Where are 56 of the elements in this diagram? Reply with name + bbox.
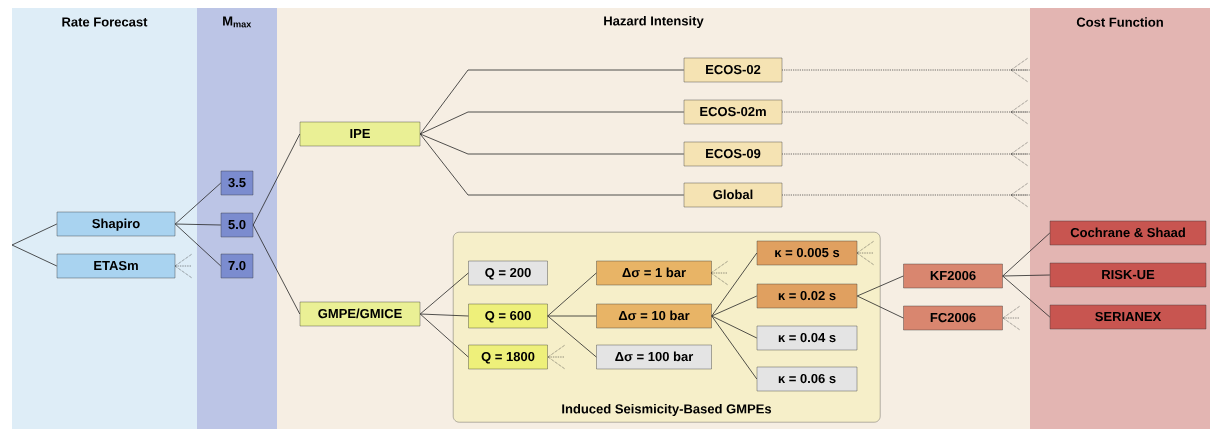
option-box: κ = 0.04 s [756,325,858,351]
branch-line [419,272,469,315]
branch-line [856,275,904,297]
branch-line [11,223,58,246]
option-box: Cochrane & Shaad [1049,220,1207,246]
option-box: GMPE/GMICE [299,301,421,327]
option-box: Q = 1800 [468,344,548,370]
option-box: κ = 0.005 s [756,240,858,266]
branch-line [711,315,758,339]
branch-line [1002,275,1051,318]
option-box: Q = 600 [468,303,548,329]
dotted-line [781,194,1031,196]
branch-line [419,133,685,196]
option-box: 3.5 [220,170,254,196]
option-box: SERIANEX [1049,304,1207,330]
branch-line [11,244,58,267]
option-box: Q = 200 [468,260,548,286]
option-box: ECOS-09 [683,141,783,167]
option-box: FC2006 [903,305,1003,331]
option-box: ECOS-02 [683,57,783,83]
option-box: Δσ = 10 bar [596,303,712,329]
option-box: Δσ = 100 bar [596,344,712,370]
branch-line [1002,274,1051,277]
branch-line [711,315,758,380]
option-box: κ = 0.06 s [756,366,858,392]
option-box: Δσ = 1 bar [596,260,712,286]
branch-line [174,223,222,226]
model-box: ETASm [56,253,176,279]
branch-line [711,252,758,317]
model-box: Shapiro [56,211,176,237]
branch-line [856,295,904,319]
option-box: IPE [299,121,421,147]
dotted-line [781,153,1031,155]
branch-line [419,69,685,135]
dotted-line [781,69,1031,71]
branch-line [547,272,597,317]
branch-line [547,315,597,317]
option-box: κ = 0.02 s [756,283,858,309]
option-box: ECOS-02m [683,99,783,125]
branch-line [419,313,469,317]
branch-line [174,182,222,225]
branch-line [419,133,685,155]
branch-line [1002,232,1051,277]
branch-line [711,295,758,317]
branch-line [547,315,597,358]
branch-line [252,224,301,315]
option-box: 5.0 [220,212,254,238]
dotted-line [781,111,1031,113]
branch-line [419,313,469,358]
branch-line [252,133,301,226]
option-box: RISK-UE [1049,262,1207,288]
option-box: 7.0 [220,253,254,279]
option-box: KF2006 [903,263,1003,289]
branch-line [174,223,222,267]
option-box: Global [683,182,783,208]
branch-line [419,111,685,135]
